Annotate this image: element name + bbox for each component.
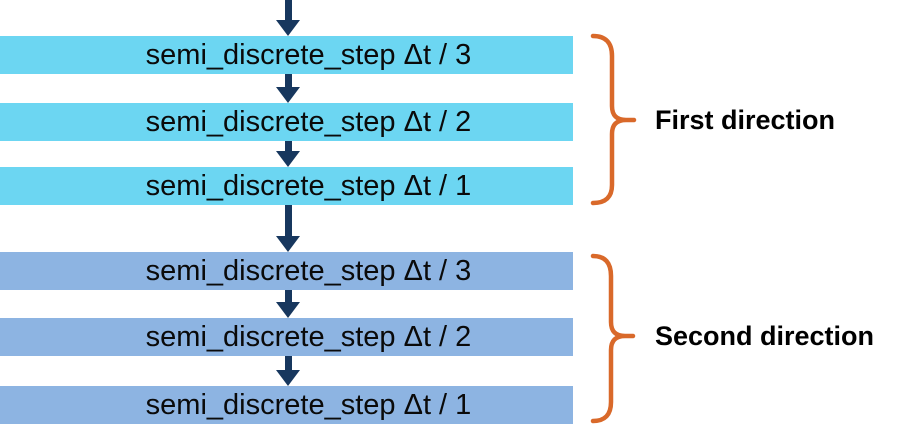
arrow-shaft <box>284 141 292 151</box>
step-box-second-dt1: semi_discrete_step Δt / 1 <box>0 386 573 424</box>
arrow-down-icon <box>276 205 300 252</box>
arrow-down-icon <box>276 356 300 386</box>
arrow-head <box>276 87 300 103</box>
group-label-first-direction: First direction <box>655 105 836 135</box>
arrow-down-icon <box>276 0 300 36</box>
arrow-shaft <box>284 0 292 20</box>
curly-brace-icon <box>590 33 637 206</box>
arrow-head <box>276 151 300 167</box>
arrow-head <box>276 302 300 318</box>
arrow-down-icon <box>276 290 300 318</box>
step-box-second-dt3: semi_discrete_step Δt / 3 <box>0 252 573 290</box>
curly-brace-icon <box>590 253 636 424</box>
arrow-shaft <box>284 74 292 87</box>
arrow-shaft <box>284 356 292 370</box>
arrow-shaft <box>284 290 292 302</box>
arrow-head <box>276 370 300 386</box>
step-box-first-dt1: semi_discrete_step Δt / 1 <box>0 167 573 205</box>
step-box-first-dt3: semi_discrete_step Δt / 3 <box>0 36 573 74</box>
arrow-shaft <box>284 205 292 236</box>
step-box-second-dt2: semi_discrete_step Δt / 2 <box>0 318 573 356</box>
arrow-down-icon <box>276 141 300 167</box>
arrow-down-icon <box>276 74 300 103</box>
arrow-head <box>276 20 300 36</box>
group-label-second-direction: Second direction <box>655 321 875 351</box>
arrow-head <box>276 236 300 252</box>
step-box-first-dt2: semi_discrete_step Δt / 2 <box>0 103 573 141</box>
